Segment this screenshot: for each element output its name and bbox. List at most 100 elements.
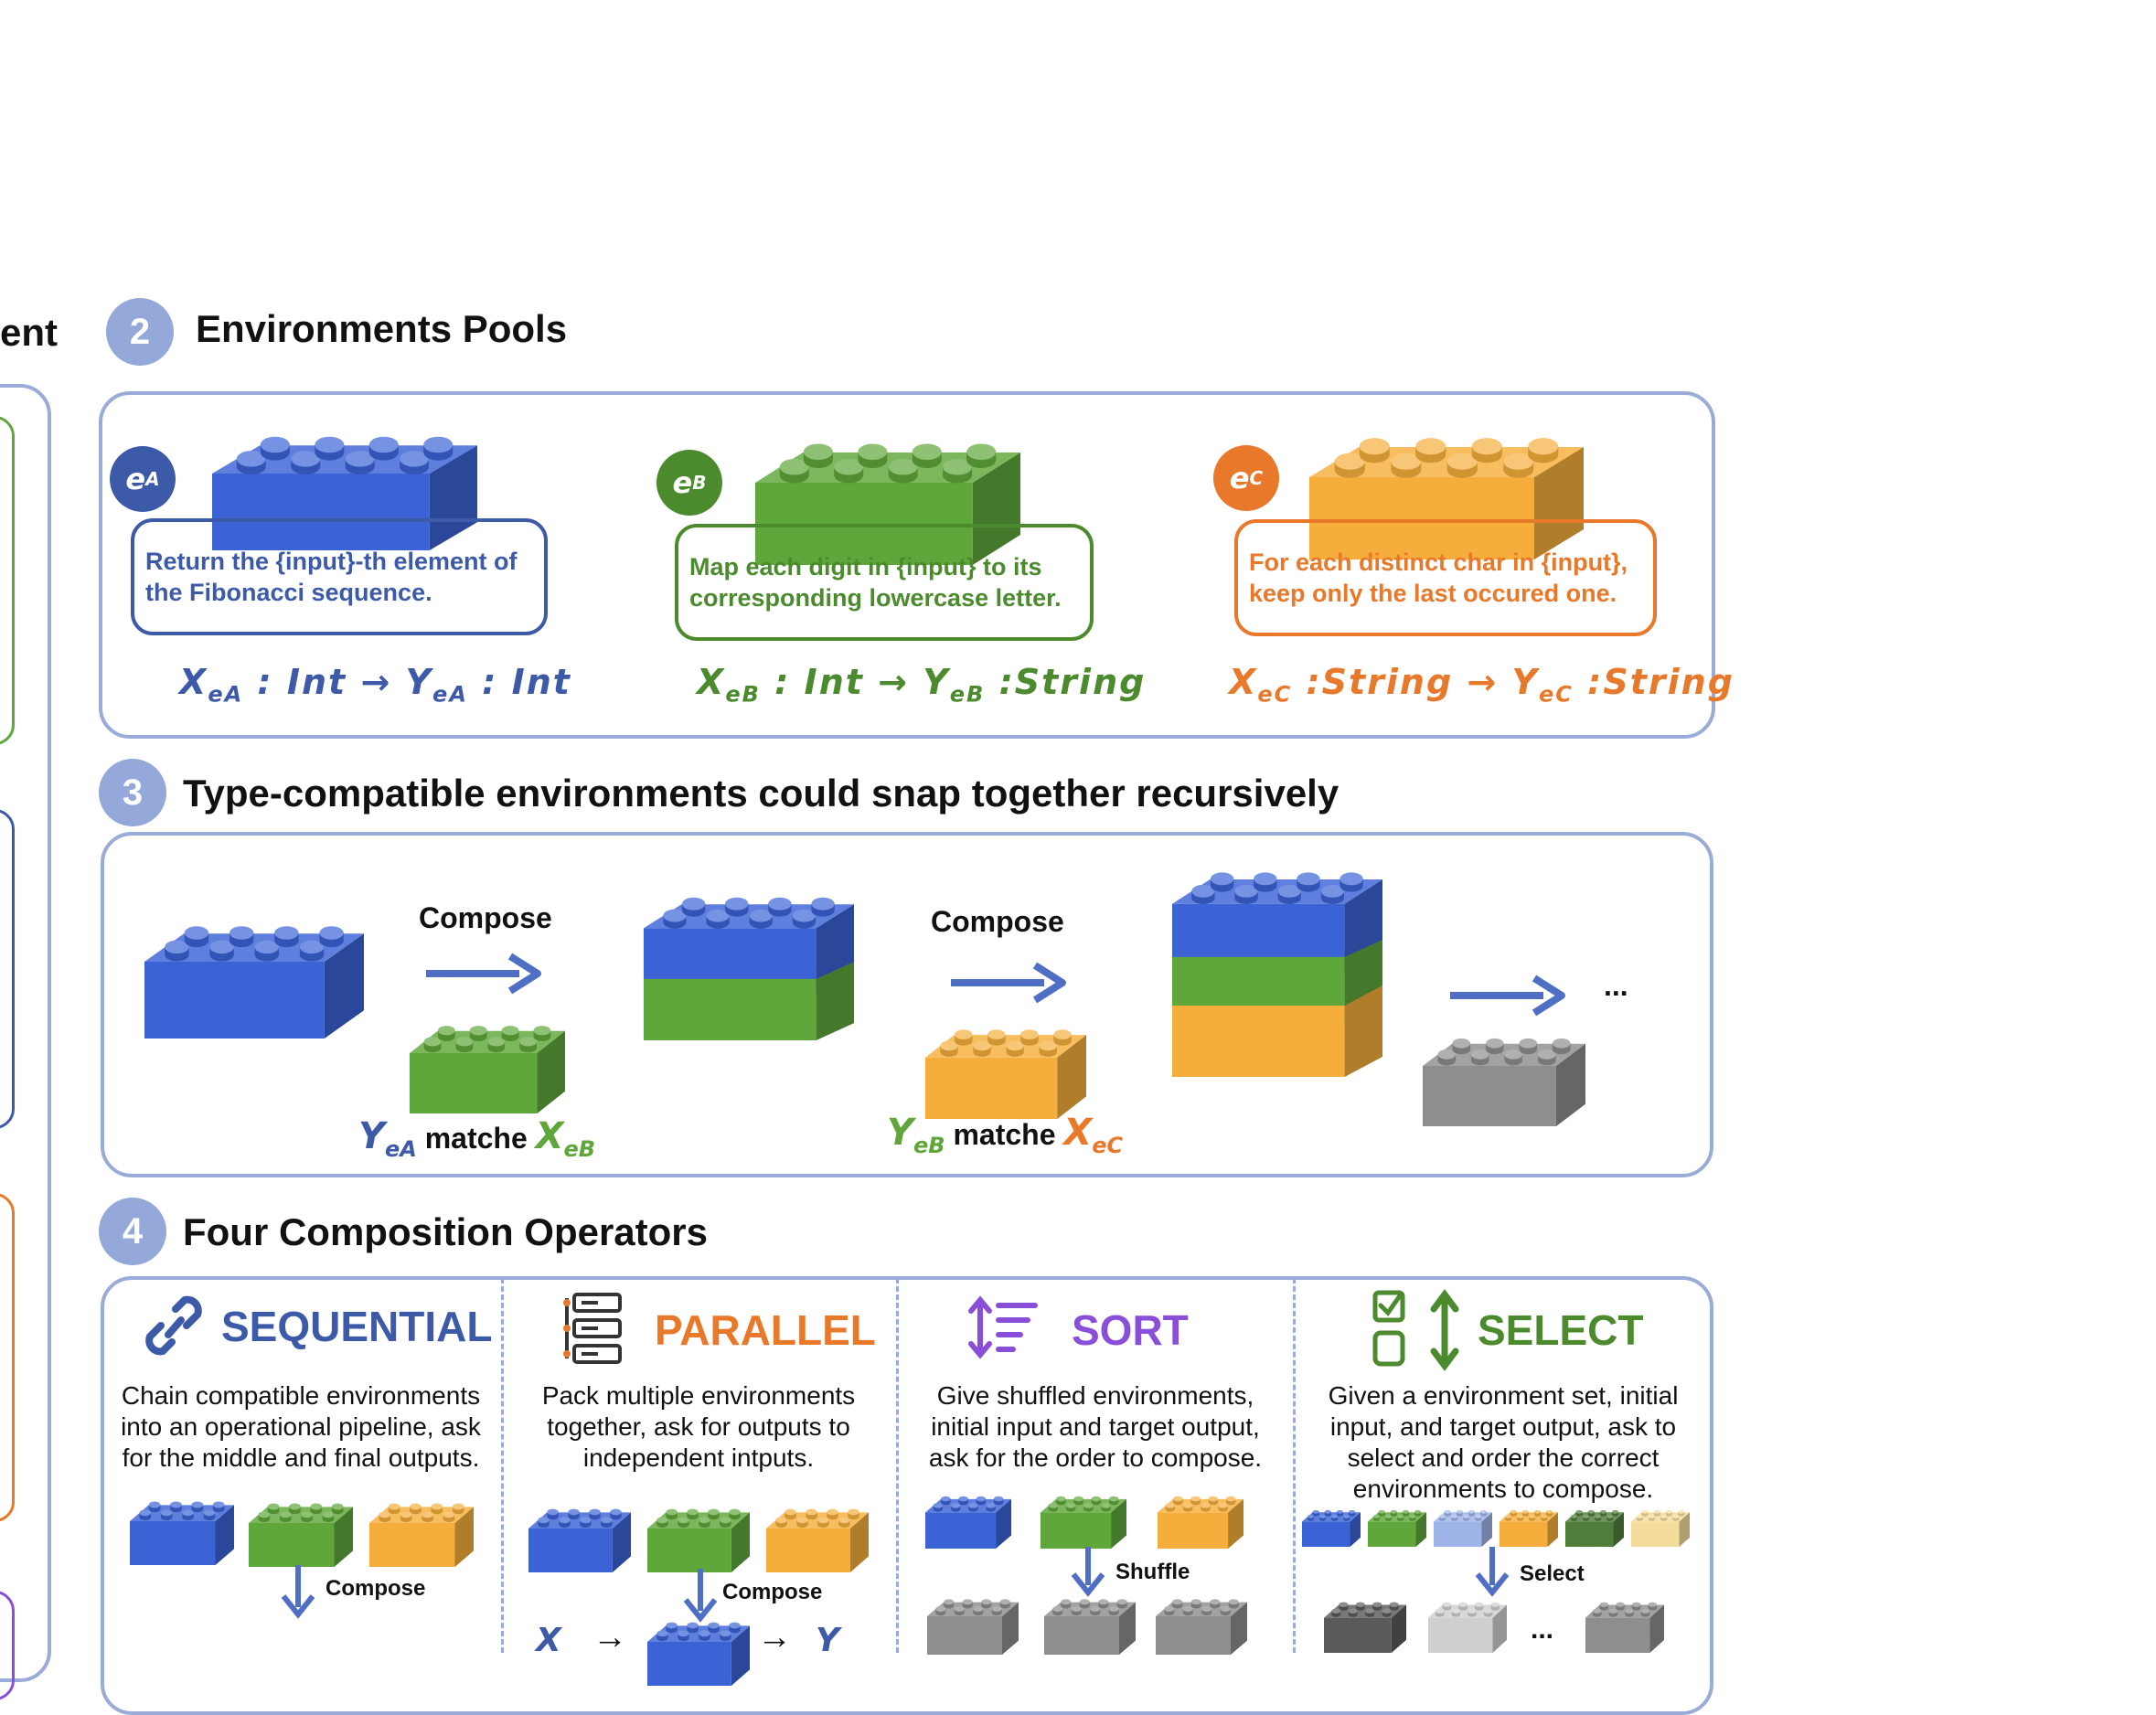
brick-stud (469, 1026, 487, 1041)
brick-stud (1599, 1602, 1609, 1611)
brick-stud (331, 1503, 344, 1515)
brick-stud (229, 926, 254, 948)
brick-stud (1521, 1509, 1529, 1517)
sequential-down-arrow (281, 1565, 315, 1619)
brick-green-small (410, 1026, 565, 1113)
brick-front-face (925, 1512, 997, 1549)
select-brick-darkgray (1324, 1602, 1406, 1653)
brick-front-face (1309, 477, 1534, 559)
brick-stud (811, 897, 835, 917)
brick-stud (1039, 1040, 1057, 1057)
select-brick-lightyellow (1631, 1509, 1690, 1547)
sort-down-arrow (1071, 1547, 1105, 1597)
brick-side-face (1679, 1512, 1690, 1547)
brick-front-face (1631, 1521, 1680, 1547)
brick-orange-small (925, 1029, 1086, 1119)
brick-stud (1234, 884, 1258, 905)
brick-stud (1208, 1496, 1219, 1506)
brick-stud (699, 1517, 710, 1528)
brick-stud (1625, 1608, 1634, 1617)
brick-stud (1592, 1608, 1602, 1617)
brick-stud (267, 1503, 280, 1515)
brick-stud (203, 1509, 216, 1521)
brick-stud (1061, 1599, 1072, 1609)
brick-stud (1385, 1514, 1393, 1521)
brick-stud (1071, 1605, 1082, 1616)
brick-gray (1423, 1038, 1585, 1126)
brick-stud (935, 1605, 946, 1616)
brick-stud (559, 1517, 571, 1528)
brick-stud (345, 451, 375, 475)
sequential-brick-orange (369, 1503, 474, 1567)
brick-blue-single (144, 926, 364, 1039)
brick-stud (1225, 1496, 1236, 1506)
brick-stud (258, 1511, 271, 1523)
brick-stud (784, 1508, 796, 1520)
brick-stud (1570, 1514, 1577, 1521)
brick-stud (1483, 1608, 1493, 1617)
parallel-bottom-arrow-2: → (757, 1618, 792, 1656)
brick-stud (1503, 453, 1534, 478)
brick-stud (589, 1508, 601, 1520)
brick-stud (1446, 453, 1478, 478)
section4-title: Four Composition Operators (183, 1210, 709, 1253)
brick-stud (299, 940, 325, 962)
brick-stud (1583, 1514, 1590, 1521)
brick-stud (775, 1517, 787, 1528)
brick-side-face (1057, 1035, 1086, 1119)
brick-stud (1480, 1509, 1488, 1517)
brick-stud (1452, 1038, 1471, 1055)
brick-stud (1533, 1509, 1541, 1517)
compose-arrow-2 (951, 962, 1066, 1004)
left-subpanel-purple (0, 1591, 15, 1700)
brick-stud (1320, 884, 1345, 905)
brick-front-face (1156, 1616, 1231, 1655)
brick-stud (1228, 1599, 1239, 1609)
brick-stud (1485, 1038, 1504, 1055)
brick-stud (976, 1496, 987, 1506)
brick-front-face (644, 928, 817, 993)
brick-stud (991, 1605, 1002, 1616)
brick-stud (1372, 1514, 1380, 1521)
brick-stud (1190, 1496, 1201, 1506)
brick-side-face (1534, 447, 1584, 559)
brick-stud (955, 1029, 973, 1046)
parallel-bottom-y: Y (816, 1622, 840, 1659)
brick-front-face (766, 1529, 850, 1572)
parallel-brick-blue (528, 1508, 631, 1572)
brick-stud (501, 1026, 519, 1041)
brick-stud (933, 1502, 944, 1512)
brick-stud (400, 1511, 412, 1523)
arrow-head (507, 953, 541, 995)
brick-stud (1665, 1509, 1672, 1517)
brick-stud (1182, 1605, 1193, 1616)
brick-stud (1660, 1514, 1668, 1521)
brick-stud (1173, 1496, 1183, 1506)
brick-side-face (334, 1507, 353, 1567)
brick-stud (1672, 1514, 1680, 1521)
brick-stud (519, 1037, 537, 1053)
brick-stud (768, 897, 792, 917)
brick-stud (319, 926, 344, 948)
brick-side-face (1119, 1602, 1136, 1655)
brick-stud (1463, 1514, 1470, 1521)
brick-stud (962, 1599, 973, 1609)
brick-stud (368, 436, 399, 461)
brick-side-face (849, 1512, 869, 1572)
brick-front-face (1368, 1521, 1416, 1547)
brick-stud (729, 1508, 741, 1520)
brick-stud (1079, 1599, 1090, 1609)
brick-stud (1307, 1514, 1314, 1521)
brick-stud (1653, 1509, 1660, 1517)
brick-stud (817, 1517, 829, 1528)
brick-stud (987, 1029, 1006, 1046)
brick-front-face (1423, 1066, 1556, 1126)
brick-stud (779, 458, 809, 484)
brick-stud (1098, 1599, 1109, 1609)
compose-label-1: Compose (419, 901, 552, 934)
brick-stud (1438, 1514, 1446, 1521)
brick-side-face (1228, 1498, 1243, 1549)
brick-stud (1391, 453, 1422, 478)
brick-stud (678, 1517, 689, 1528)
brick-stud (1528, 438, 1559, 463)
